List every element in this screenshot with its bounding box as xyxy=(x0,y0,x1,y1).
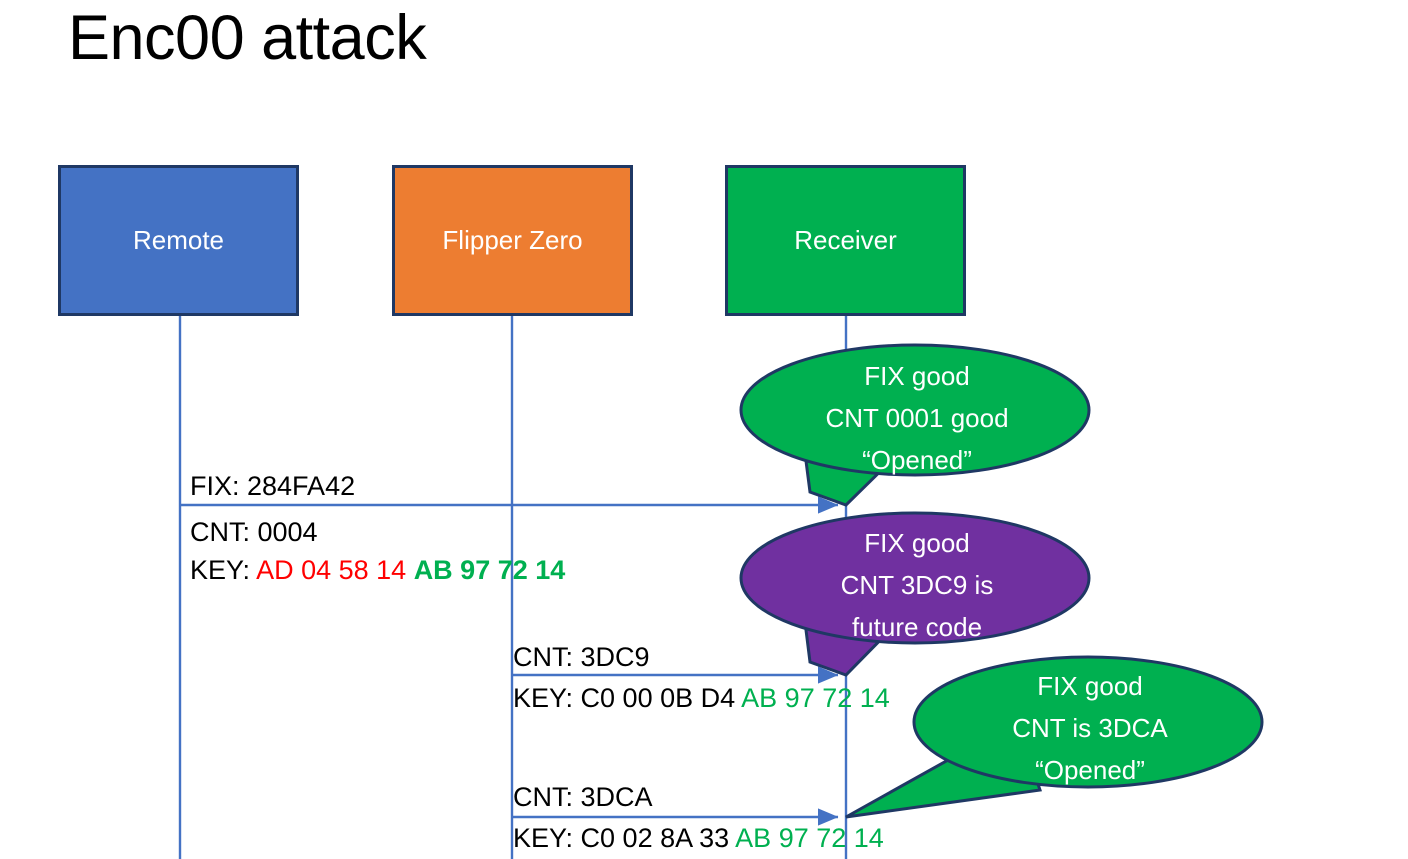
callout-line: future code xyxy=(851,612,983,642)
callout-3-label: FIX good CNT is 3DCA “Opened” xyxy=(920,665,1260,791)
actor-label-receiver: Receiver xyxy=(794,225,897,255)
actor-box-flipper[interactable]: Flipper Zero xyxy=(392,165,633,316)
key-hex-green: AB 97 72 14 xyxy=(735,823,884,853)
callout-line: CNT 3DC9 is xyxy=(840,570,994,600)
actor-label-flipper: Flipper Zero xyxy=(442,225,583,255)
callout-line: “Opened” xyxy=(1035,755,1145,785)
message-label-flipper1-cnt: CNT: 3DC9 xyxy=(513,642,650,672)
actor-box-remote[interactable]: Remote xyxy=(58,165,299,316)
callout-line: “Opened” xyxy=(862,445,972,475)
callout-line: FIX good xyxy=(1037,671,1143,701)
callout-line: CNT 0001 good xyxy=(825,403,1009,433)
key-hex-red: AD 04 58 14 xyxy=(256,555,407,585)
message-label-flipper2-key: KEY: C0 02 8A 33 AB 97 72 14 xyxy=(513,818,884,858)
message-label-remote-fix: FIX: 284FA42 xyxy=(190,471,356,501)
callout-1-label: FIX good CNT 0001 good “Opened” xyxy=(747,355,1087,481)
callout-2-label: FIX good CNT 3DC9 is future code xyxy=(747,522,1087,648)
actor-label-remote: Remote xyxy=(132,225,225,255)
message-label-remote-key: KEY: AD 04 58 14 AB 97 72 14 xyxy=(190,550,565,590)
actor-box-receiver[interactable]: Receiver xyxy=(725,165,966,316)
key-hex-green: AB 97 72 14 xyxy=(741,683,890,713)
page-title: Enc00 attack xyxy=(68,3,427,73)
message-label-remote-cnt: CNT: 0004 xyxy=(190,517,318,547)
key-prefix: KEY: C0 02 8A 33 xyxy=(513,823,736,853)
callout-2-shape xyxy=(739,511,1091,677)
callout-1-shape xyxy=(739,343,1091,507)
callout-line: FIX good xyxy=(864,361,970,391)
key-prefix: KEY: C0 00 0B D4 xyxy=(513,683,742,713)
callout-line: FIX good xyxy=(864,528,970,558)
message-label-flipper2-cnt: CNT: 3DCA xyxy=(513,782,653,812)
key-hex-green: AB 97 72 14 xyxy=(413,555,566,585)
callout-line: CNT is 3DCA xyxy=(1012,713,1168,743)
callout-3-shape xyxy=(845,655,1264,819)
message-label-flipper1-key: KEY: C0 00 0B D4 AB 97 72 14 xyxy=(513,678,890,718)
key-prefix: KEY: xyxy=(190,555,257,585)
